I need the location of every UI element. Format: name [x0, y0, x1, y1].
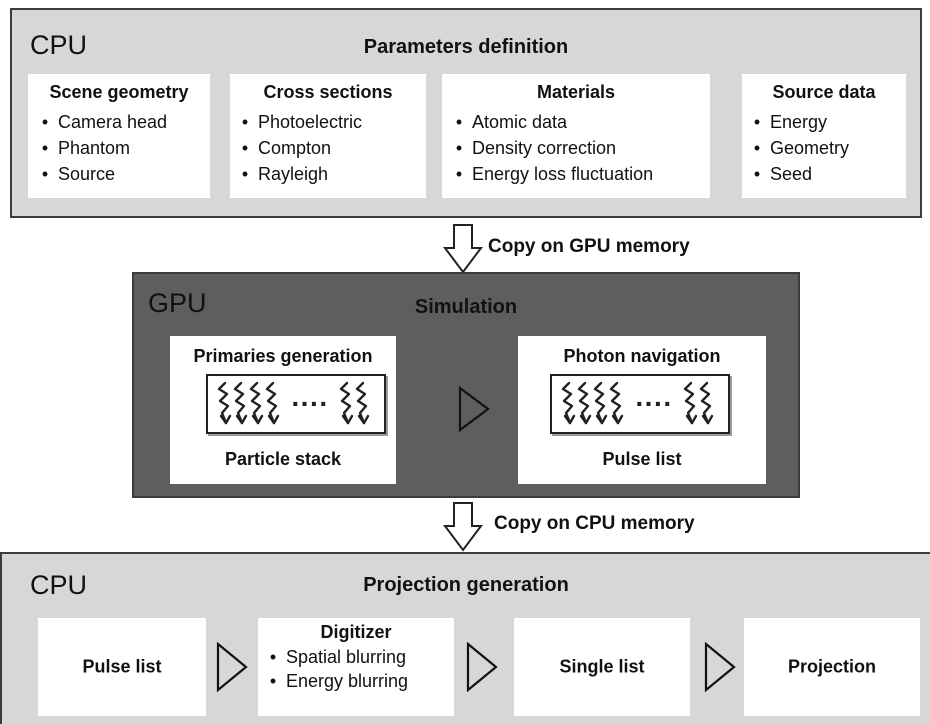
- cross-sections-box: Cross sections Photoelectric Compton Ray…: [230, 74, 426, 198]
- stack-dots: ····: [635, 388, 672, 419]
- panel-title: Projection generation: [363, 574, 569, 596]
- photon-arrows-icon: ····: [561, 381, 714, 425]
- particle-stack-caption: Particle stack: [224, 449, 342, 469]
- photon-navigation-box: Photon navigation ···· Pulse list: [518, 336, 766, 484]
- list-item: Photoelectric: [232, 109, 426, 135]
- single-list-box: Single list: [514, 618, 690, 716]
- box-label: Pulse list: [82, 656, 162, 677]
- list-item: Seed: [744, 161, 906, 187]
- cpu-projection-panel: CPU Projection generation Pulse list Dig…: [0, 552, 930, 724]
- list-item: Atomic data: [446, 109, 710, 135]
- flow-arrow-icon: [704, 642, 736, 692]
- down-arrow-icon: [443, 224, 483, 274]
- projection-box: Projection: [744, 618, 920, 716]
- cpu-parameters-panel: CPU Parameters definition Scene geometry…: [10, 8, 922, 218]
- gpu-simulation-panel: GPU Simulation Primaries generation ····…: [132, 272, 800, 498]
- scene-geometry-box: Scene geometry Camera head Phantom Sourc…: [28, 74, 210, 198]
- list-item: Phantom: [32, 135, 210, 161]
- list-item: Density correction: [446, 135, 710, 161]
- box-title: Scene geometry: [49, 82, 189, 102]
- materials-box: Materials Atomic data Density correction…: [442, 74, 710, 198]
- flow-arrow-icon: [216, 642, 248, 692]
- list-item: Energy: [744, 109, 906, 135]
- flow-arrow-icon: [466, 642, 498, 692]
- box-label: Projection: [787, 656, 876, 677]
- pulse-list-box: Pulse list: [38, 618, 206, 716]
- list-item: Energy loss fluctuation: [446, 161, 710, 187]
- list-item: Compton: [232, 135, 426, 161]
- flow-arrow-icon: [458, 386, 490, 432]
- list-item: Camera head: [32, 109, 210, 135]
- pulse-stack: ····: [550, 374, 730, 434]
- box-title: Source data: [772, 82, 876, 102]
- primaries-generation-box: Primaries generation ···· Particle stack: [170, 336, 396, 484]
- list-item: Spatial blurring: [260, 645, 454, 669]
- box-label: Single list: [559, 656, 645, 677]
- panel-title: Parameters definition: [363, 36, 569, 58]
- particle-stack: ····: [206, 374, 386, 434]
- source-data-box: Source data Energy Geometry Seed: [742, 74, 906, 198]
- stack-dots: ····: [291, 388, 328, 419]
- list-item: Energy blurring: [260, 669, 454, 693]
- copy-to-cpu-label: Copy on CPU memory: [494, 513, 695, 534]
- box-title: Digitizer: [320, 622, 392, 642]
- gpu-label: GPU: [148, 288, 207, 318]
- copy-to-gpu-label: Copy on GPU memory: [488, 236, 690, 257]
- digitizer-box: Digitizer Spatial blurring Energy blurri…: [258, 618, 454, 716]
- particle-arrows-icon: ····: [217, 381, 370, 425]
- down-arrow-icon: [443, 502, 483, 552]
- list-item: Rayleigh: [232, 161, 426, 187]
- cpu-label: CPU: [30, 570, 88, 600]
- box-title: Primaries generation: [193, 346, 373, 366]
- cpu-label: CPU: [30, 30, 88, 60]
- box-title: Photon navigation: [563, 346, 721, 366]
- box-title: Cross sections: [263, 82, 393, 102]
- list-item: Source: [32, 161, 210, 187]
- list-item: Geometry: [744, 135, 906, 161]
- box-title: Materials: [536, 82, 616, 102]
- pulse-list-caption: Pulse list: [602, 449, 682, 469]
- panel-title: Simulation: [414, 296, 518, 318]
